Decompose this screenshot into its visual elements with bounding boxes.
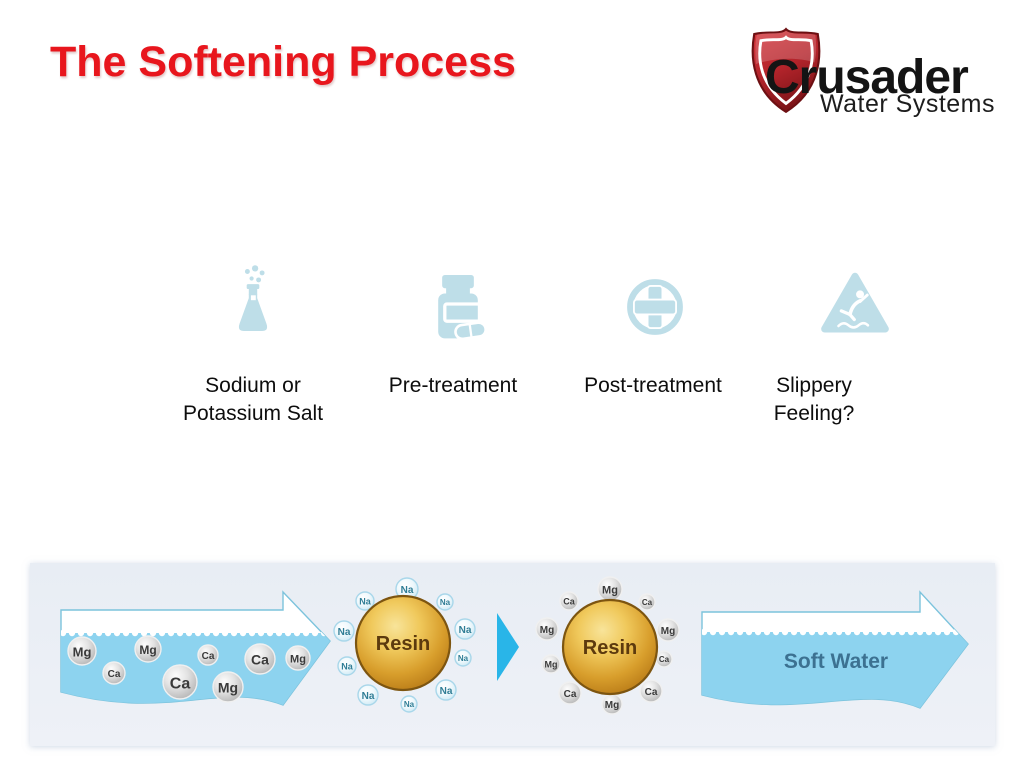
ion-badge: Mg	[212, 671, 244, 703]
svg-text:Na: Na	[440, 686, 453, 697]
ion-badge: Na	[337, 656, 357, 676]
svg-text:Mg: Mg	[540, 625, 554, 636]
ion-badge: Mg	[656, 618, 680, 642]
waterline	[61, 629, 328, 637]
exchange-arrow-icon	[497, 613, 519, 681]
ion-badge: Ca	[244, 643, 276, 675]
ion-badge: Na	[355, 591, 375, 611]
svg-text:Mg: Mg	[290, 654, 306, 666]
svg-text:Mg: Mg	[605, 700, 619, 711]
ion-badge: Na	[333, 620, 355, 642]
svg-text:Na: Na	[359, 596, 371, 606]
ion-badge: Mg	[535, 617, 559, 641]
ion-badge: Mg	[597, 576, 623, 602]
svg-text:Mg: Mg	[545, 659, 558, 669]
svg-text:Na: Na	[341, 661, 353, 671]
ion-badge: Mg	[134, 635, 162, 663]
resin-label: Resin	[583, 637, 637, 659]
ion-badge: Ca	[655, 650, 673, 668]
step-label-slippery: Slippery Feeling?	[773, 374, 855, 425]
svg-text:Na: Na	[362, 691, 375, 702]
svg-text:Na: Na	[401, 585, 414, 596]
svg-text:Ca: Ca	[202, 651, 215, 662]
svg-text:Ca: Ca	[645, 687, 658, 698]
svg-text:Na: Na	[338, 627, 351, 638]
ion-badge: Ca	[639, 679, 663, 703]
svg-text:Na: Na	[459, 625, 472, 636]
step-label-posttreatment: Post-treatment	[584, 374, 722, 397]
ion-badge: Ca	[638, 593, 656, 611]
svg-text:Mg: Mg	[602, 585, 618, 597]
ion-badge: Mg	[541, 654, 561, 674]
svg-text:Mg: Mg	[73, 644, 92, 659]
svg-text:Na: Na	[440, 598, 451, 607]
ion-badge: Ca	[162, 664, 198, 700]
page-title: The Softening Process	[50, 38, 516, 86]
brand-tagline: Water Systems	[819, 90, 995, 118]
brand-logo: Crusader Water Systems	[735, 20, 1007, 120]
svg-text:Ca: Ca	[251, 652, 269, 668]
ion-badge: Ca	[102, 661, 126, 685]
shield-icon	[751, 27, 821, 114]
ion-badge: Na	[400, 695, 418, 713]
soft-water-label: Soft Water	[784, 650, 888, 673]
ion-badge: Na	[436, 593, 454, 611]
ion-badge: Na	[454, 618, 476, 640]
svg-text:Ca: Ca	[564, 689, 577, 700]
soft-water-arrow: Soft Water	[701, 590, 969, 709]
svg-text:Na: Na	[458, 654, 469, 663]
ion-badge: Mg	[285, 645, 311, 671]
ion-badge: Na	[395, 577, 419, 601]
resin-label: Resin	[376, 633, 430, 655]
ion-badge: Ca	[558, 681, 582, 705]
svg-text:Ca: Ca	[659, 655, 670, 664]
svg-text:Mg: Mg	[661, 626, 675, 637]
svg-text:Na: Na	[404, 700, 415, 709]
ion-badge: Ca	[559, 591, 579, 611]
ion-badge: Na	[357, 684, 379, 706]
svg-text:Ca: Ca	[170, 675, 191, 692]
ion-badge: Ca	[197, 644, 219, 666]
ion-badge: Mg	[67, 636, 97, 666]
ion-badge: Na	[454, 649, 472, 667]
svg-text:Mg: Mg	[218, 680, 238, 696]
slip-warning-icon	[821, 272, 889, 333]
svg-text:Ca: Ca	[563, 596, 575, 606]
svg-text:Ca: Ca	[108, 669, 121, 680]
ion-badge: Na	[435, 679, 457, 701]
brand-name: Crusader	[765, 51, 969, 104]
pill-bottle-icon	[438, 274, 488, 341]
medical-cross-icon	[627, 279, 683, 335]
svg-text:Ca: Ca	[642, 598, 653, 607]
flask-icon	[238, 265, 268, 331]
svg-text:Mg: Mg	[139, 643, 156, 657]
ion-badge: Mg	[601, 693, 623, 715]
step-label-pretreatment: Pre-treatment	[388, 374, 518, 397]
step-label-salt: Sodium or Potassium Salt	[182, 374, 324, 425]
